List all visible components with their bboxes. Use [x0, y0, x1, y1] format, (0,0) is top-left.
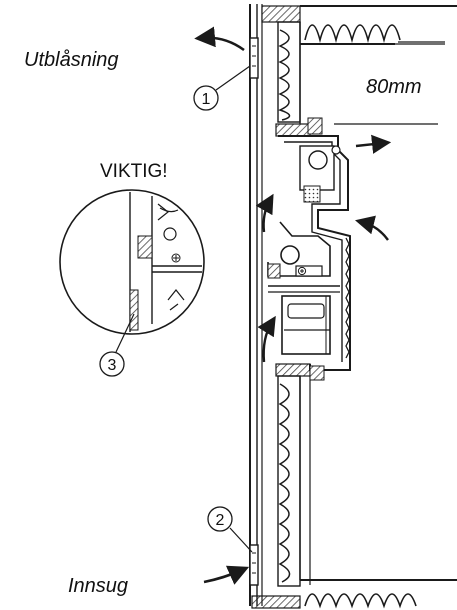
exhaust-arrow-right: [355, 134, 392, 154]
airflow-arrows: [194, 26, 392, 585]
intake-label: Innsug: [68, 575, 128, 597]
dimension-marker: 80mm: [334, 41, 445, 125]
intake-arrow-in: [203, 565, 250, 585]
dimension-label: 80mm: [366, 76, 422, 98]
wall-section: [249, 4, 311, 606]
callout-2: 2: [207, 506, 253, 553]
upflow-arrow-2: [257, 315, 276, 363]
top-ceiling-insulation: [300, 5, 457, 45]
bottom-floor-insulation: [251, 579, 457, 609]
filter-unit: [281, 295, 331, 355]
supply-arrow-in: [355, 215, 389, 241]
callout-3: 3: [99, 313, 135, 377]
lower-vent-slot: [249, 544, 259, 586]
callout-1-number: 1: [202, 91, 211, 108]
important-label: VIKTIG!: [100, 161, 168, 182]
ventilation-unit: [267, 117, 351, 381]
callout-2-number: 2: [216, 512, 225, 529]
important-detail: VIKTIG!: [59, 161, 205, 335]
fan-unit: [299, 145, 341, 203]
upper-vent-slot: [249, 37, 259, 79]
exhaust-label: Utblåsning: [24, 49, 119, 71]
exhaust-arrow-out: [194, 26, 245, 52]
detail-magnifier: [59, 189, 205, 335]
callout-1: 1: [193, 65, 251, 111]
callout-3-number: 3: [108, 357, 117, 374]
upflow-arrow-1: [255, 193, 274, 233]
